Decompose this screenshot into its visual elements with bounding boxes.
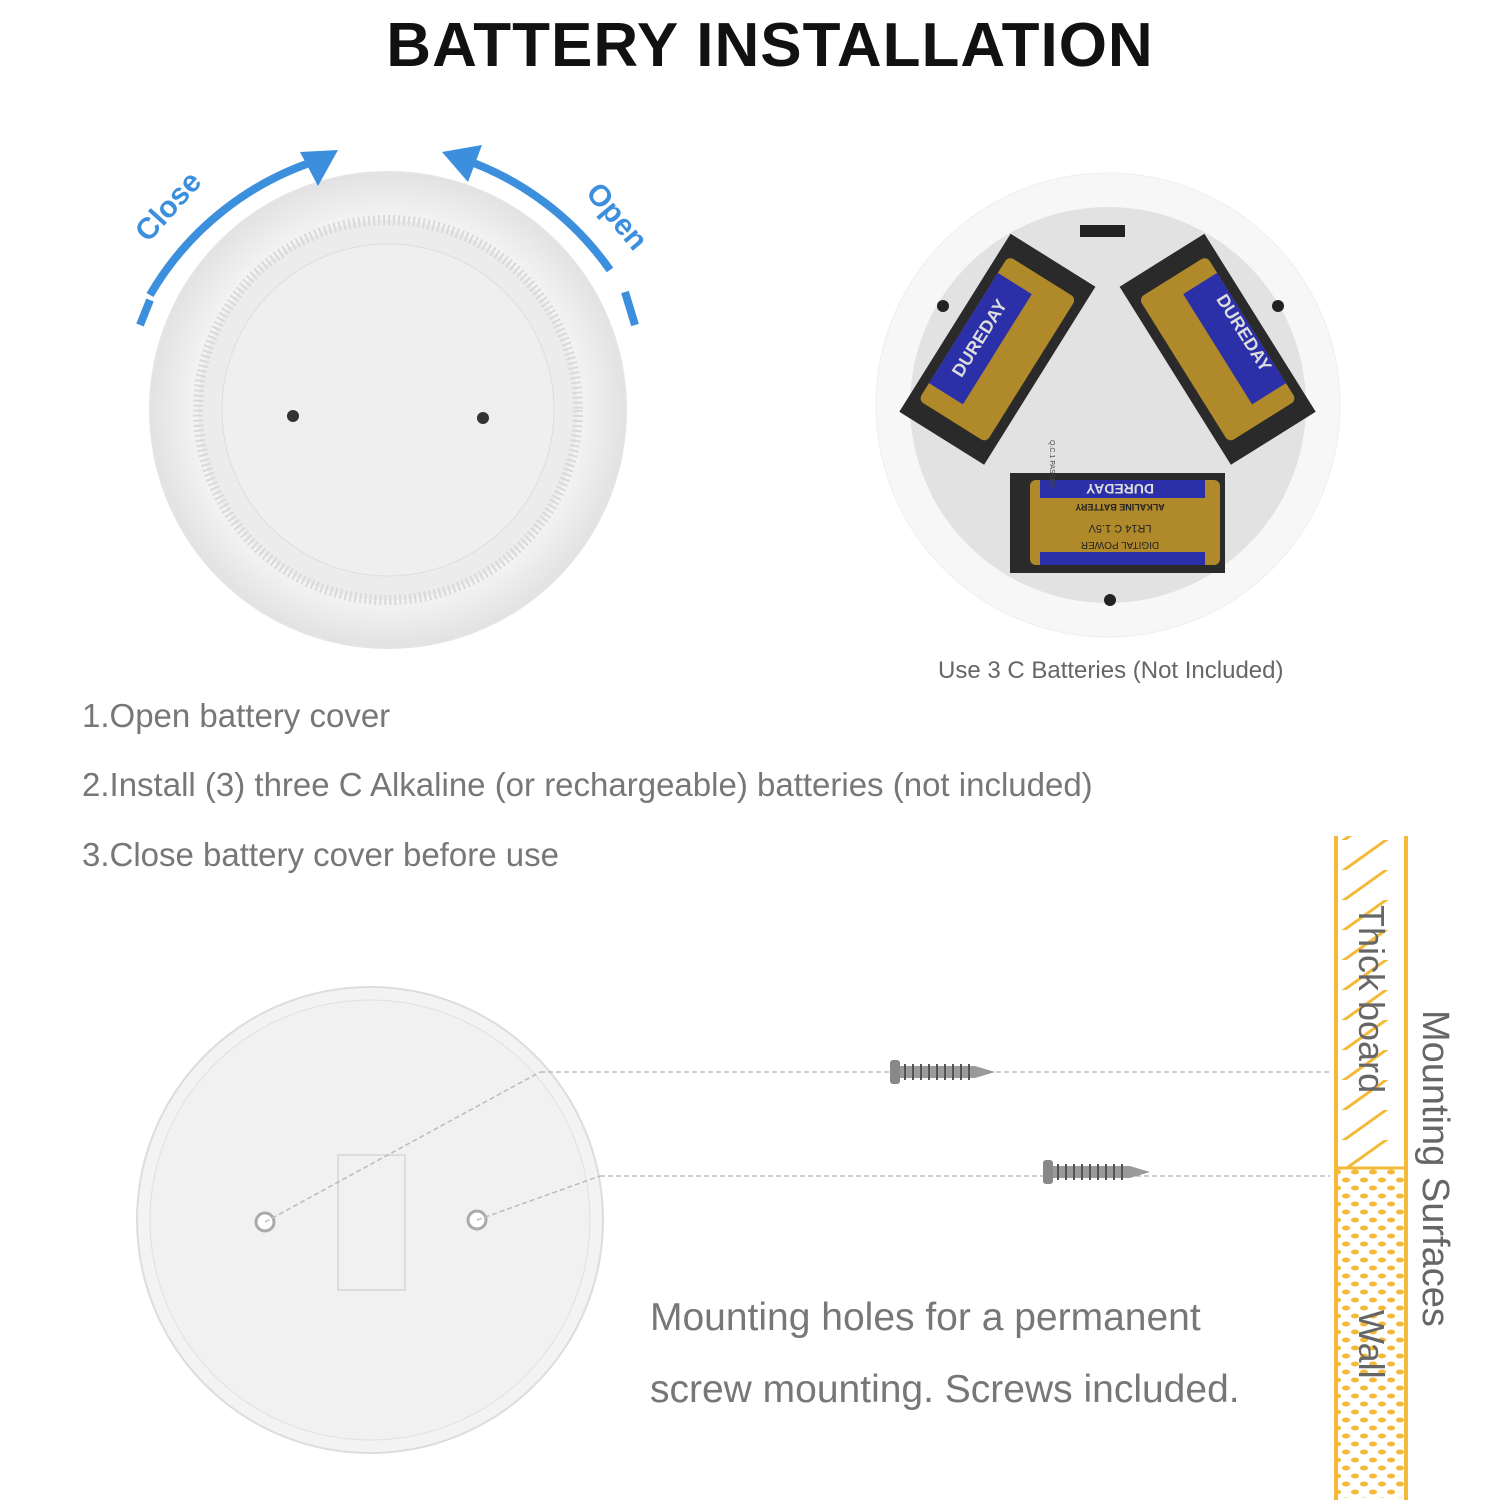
open-arrow-icon [442, 145, 639, 327]
mounting-surfaces-diagram [1334, 836, 1408, 1500]
step-3: 3.Close battery cover before use [82, 836, 559, 873]
battery-brand: DUREDAY [1085, 481, 1154, 497]
screw-icon [890, 1060, 995, 1084]
step-1: 1.Open battery cover [82, 697, 391, 734]
wall-label: Wall [1351, 1310, 1392, 1379]
mounting-surfaces-label: Mounting Surfaces [1414, 1010, 1456, 1327]
step-2: 2.Install (3) three C Alkaline (or recha… [82, 766, 1093, 803]
battery-cover-device [149, 171, 627, 649]
mounting-plate [136, 986, 604, 1454]
battery-spec: LR14 C 1.5V [1088, 522, 1152, 534]
battery-line: DIGITAL POWER [1081, 539, 1159, 550]
mounting-text-line-2: screw mounting. Screws included. [650, 1368, 1240, 1411]
qc-mark: Q.C.1 PASSED [1048, 440, 1055, 488]
screw-icon [1043, 1160, 1150, 1184]
battery: DUREDAY [899, 233, 1096, 465]
battery: DUREDAY ALKALINE BATTERY LR14 C 1.5V DIG… [1010, 473, 1225, 573]
screw-hole [287, 410, 299, 422]
mounting-text-line-1: Mounting holes for a permanent [650, 1296, 1201, 1339]
close-arrow-icon [136, 150, 338, 327]
screw-hole [477, 412, 489, 424]
wall-section [1336, 1168, 1406, 1498]
battery-compartment-device: DUREDAY DUREDAY DUREDAY ALKALINE BATTERY… [875, 172, 1341, 638]
page-title: BATTERY INSTALLATION [386, 11, 1154, 80]
battery-caption: Use 3 C Batteries (Not Included) [938, 657, 1284, 684]
thick-board-label: Thick board [1351, 905, 1392, 1094]
thick-board-section [1336, 836, 1406, 1168]
battery-type: ALKALINE BATTERY [1075, 502, 1165, 512]
